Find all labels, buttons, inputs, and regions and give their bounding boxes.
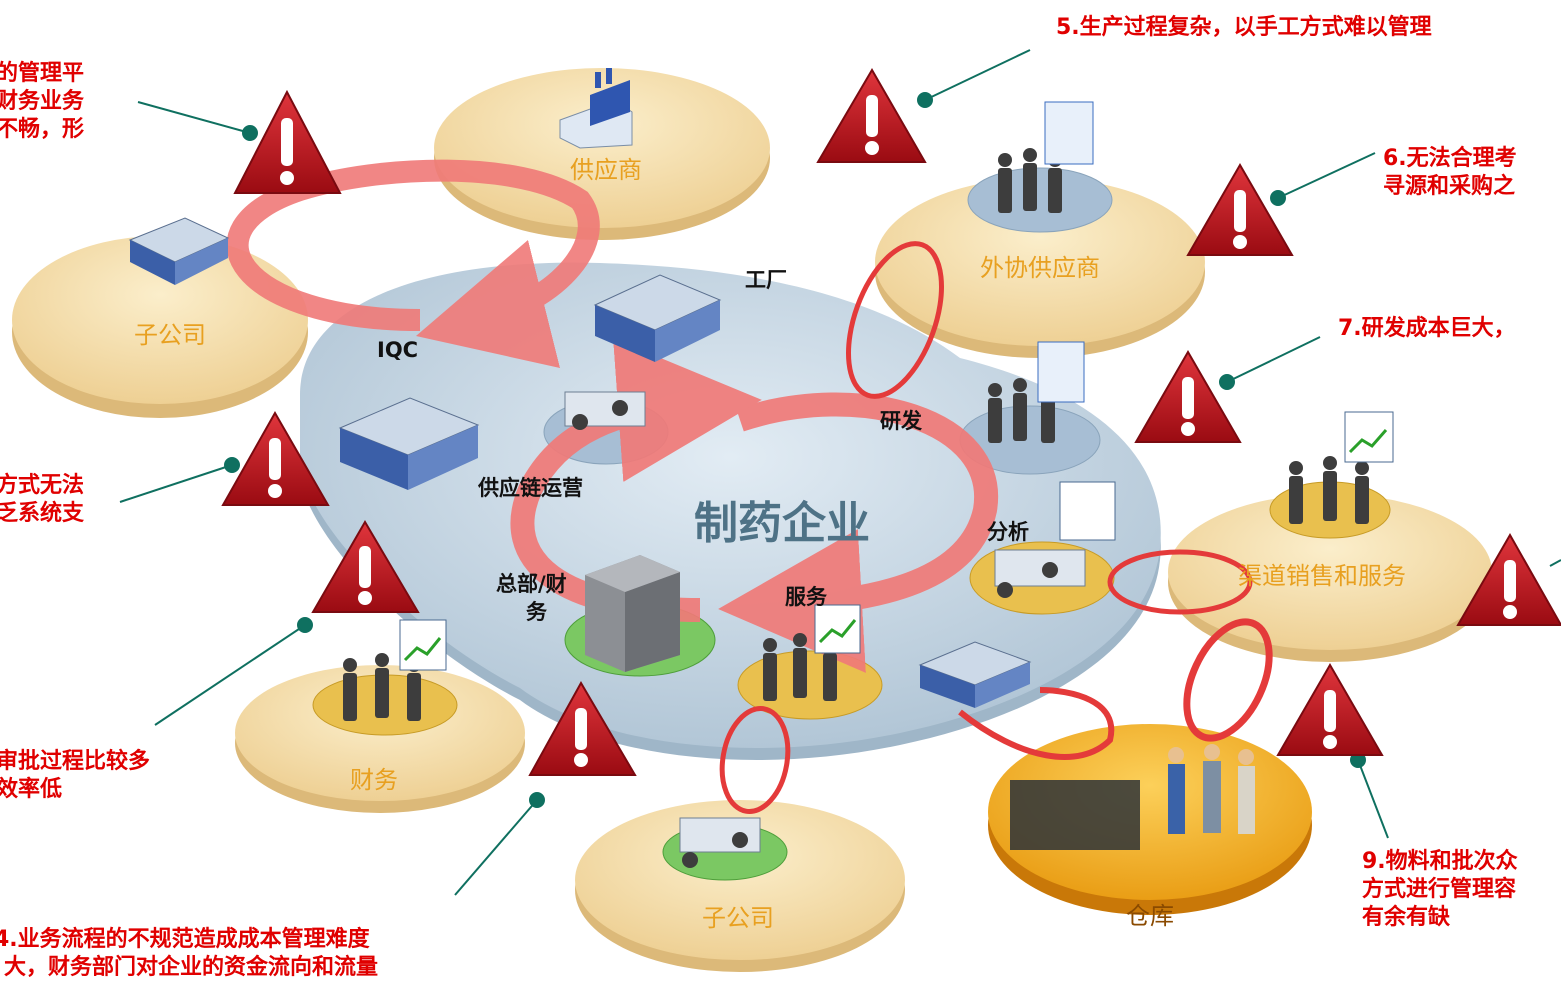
node-label-service: 服务	[785, 585, 827, 609]
issue-top-right: 5.生产过程复杂，以手工方式难以管理	[1056, 14, 1432, 42]
supplier-factory-icon	[559, 68, 633, 149]
arrow-supplier-loop	[226, 159, 600, 368]
people-icon-service	[763, 604, 861, 701]
disk-subsidiary-left	[12, 236, 308, 418]
warning-connectors	[119, 49, 1561, 896]
server-icon-factory	[593, 274, 722, 362]
warning-icon-6	[1186, 163, 1294, 256]
issue-left-mid: 方式无法 乏系统支	[0, 472, 84, 528]
disk-label-warehouse: 仓库	[1126, 902, 1174, 930]
workstation-icon-sub-bottom	[679, 817, 761, 868]
server-icon-bridge	[918, 641, 1032, 708]
node-label-rnd: 研发	[880, 409, 922, 433]
workstation-icon-analysis	[994, 481, 1116, 598]
issue-top-left-line3: 不畅，形	[0, 117, 85, 142]
issue-top-left-line1: 的管理平	[0, 61, 85, 86]
issue-bottom-line1: 4.业务流程的不规范造成成本管理难度	[0, 927, 370, 952]
loop-outsourcing	[846, 241, 944, 399]
issue-left-low-line1: 审批过程比较多	[0, 749, 151, 774]
issue-right-6-line1: 6.无法合理考	[1383, 146, 1517, 171]
warning-icon-3	[311, 520, 420, 613]
platform-outsourcing	[967, 167, 1113, 233]
loop-bridge-warehouse	[958, 687, 1115, 760]
disk-label-channel-sales: 渠道销售和服务	[1238, 562, 1406, 590]
workstation-icon-supply	[564, 391, 646, 430]
server-icon-subsidiary	[128, 217, 230, 285]
issue-top-right-line1: 5.生产过程复杂，以手工方式难以管理	[1056, 15, 1432, 40]
enterprise-blob	[300, 262, 1161, 760]
people-icon-outsourcing	[998, 101, 1094, 213]
node-label-supply-chain: 供应链运营	[478, 476, 583, 500]
loop-service-sub	[719, 705, 791, 815]
issue-left-low: 审批过程比较多 效率低	[0, 748, 150, 804]
warning-icon-8	[1456, 532, 1561, 626]
people-icon-rnd	[988, 341, 1085, 443]
issue-right-7-line1: 7.研发成本巨大，	[1338, 316, 1516, 341]
node-label-iqc: IQC	[377, 338, 419, 362]
server-icon-iqc	[338, 397, 480, 490]
node-label-hq-finance-line2: 务	[526, 600, 547, 624]
hq-building-icon	[585, 555, 680, 672]
issue-left-low-line2: 效率低	[0, 777, 63, 802]
warning-icon-1	[233, 89, 342, 194]
node-label-analysis: 分析	[987, 520, 1029, 544]
issue-bottom-line2: 大，财务部门对企业的资金流向和流量	[4, 955, 379, 980]
disk-outsourcing-supplier	[875, 178, 1205, 358]
warning-icon-2	[221, 410, 330, 506]
issue-top-left: 的管理平 财务业务 不畅，形	[0, 60, 84, 144]
issue-right-9: 9.物料和批次众 方式进行管理容 有余有缺	[1362, 848, 1518, 932]
issue-right-6-line2: 寻源和采购之	[1383, 174, 1516, 199]
issue-right-9-line1: 9.物料和批次众	[1362, 849, 1518, 874]
disk-label-subsidiary-left: 子公司	[134, 321, 206, 349]
disk-subsidiary-bottom	[575, 800, 905, 972]
issue-right-9-line2: 方式进行管理容	[1362, 877, 1517, 902]
staff-icon-warehouse	[1010, 744, 1255, 850]
people-icon-finance	[343, 619, 447, 721]
disk-label-supplier: 供应商	[570, 156, 642, 184]
issue-left-mid-line2: 乏系统支	[0, 501, 85, 526]
disk-label-outsourcing: 外协供应商	[980, 254, 1100, 282]
warning-icon-7	[1134, 350, 1242, 443]
issue-bottom: 4.业务流程的不规范造成成本管理难度 大，财务部门对企业的资金流向和流量	[0, 926, 378, 982]
center-title: 制药企业	[694, 498, 870, 549]
node-label-factory: 工厂	[745, 268, 787, 292]
warning-icon-9	[1276, 663, 1384, 756]
people-icon-channel	[1289, 411, 1394, 524]
issue-top-left-line2: 财务业务	[0, 89, 85, 114]
issue-left-mid-line1: 方式无法	[0, 473, 85, 498]
issue-right-9-line3: 有余有缺	[1362, 905, 1451, 930]
issue-right-7: 7.研发成本巨大，	[1338, 315, 1516, 343]
node-label-hq-finance-line1: 总部/财	[496, 572, 567, 596]
warning-icon-5	[816, 68, 927, 163]
loop-channel-warehouse	[1183, 618, 1273, 742]
disk-label-finance: 财务	[350, 766, 398, 794]
disk-label-subsidiary-bottom: 子公司	[702, 904, 774, 932]
warning-icon-4	[528, 680, 637, 776]
loop-analysis-channel	[1107, 549, 1253, 615]
issue-right-6: 6.无法合理考 寻源和采购之	[1383, 145, 1517, 201]
